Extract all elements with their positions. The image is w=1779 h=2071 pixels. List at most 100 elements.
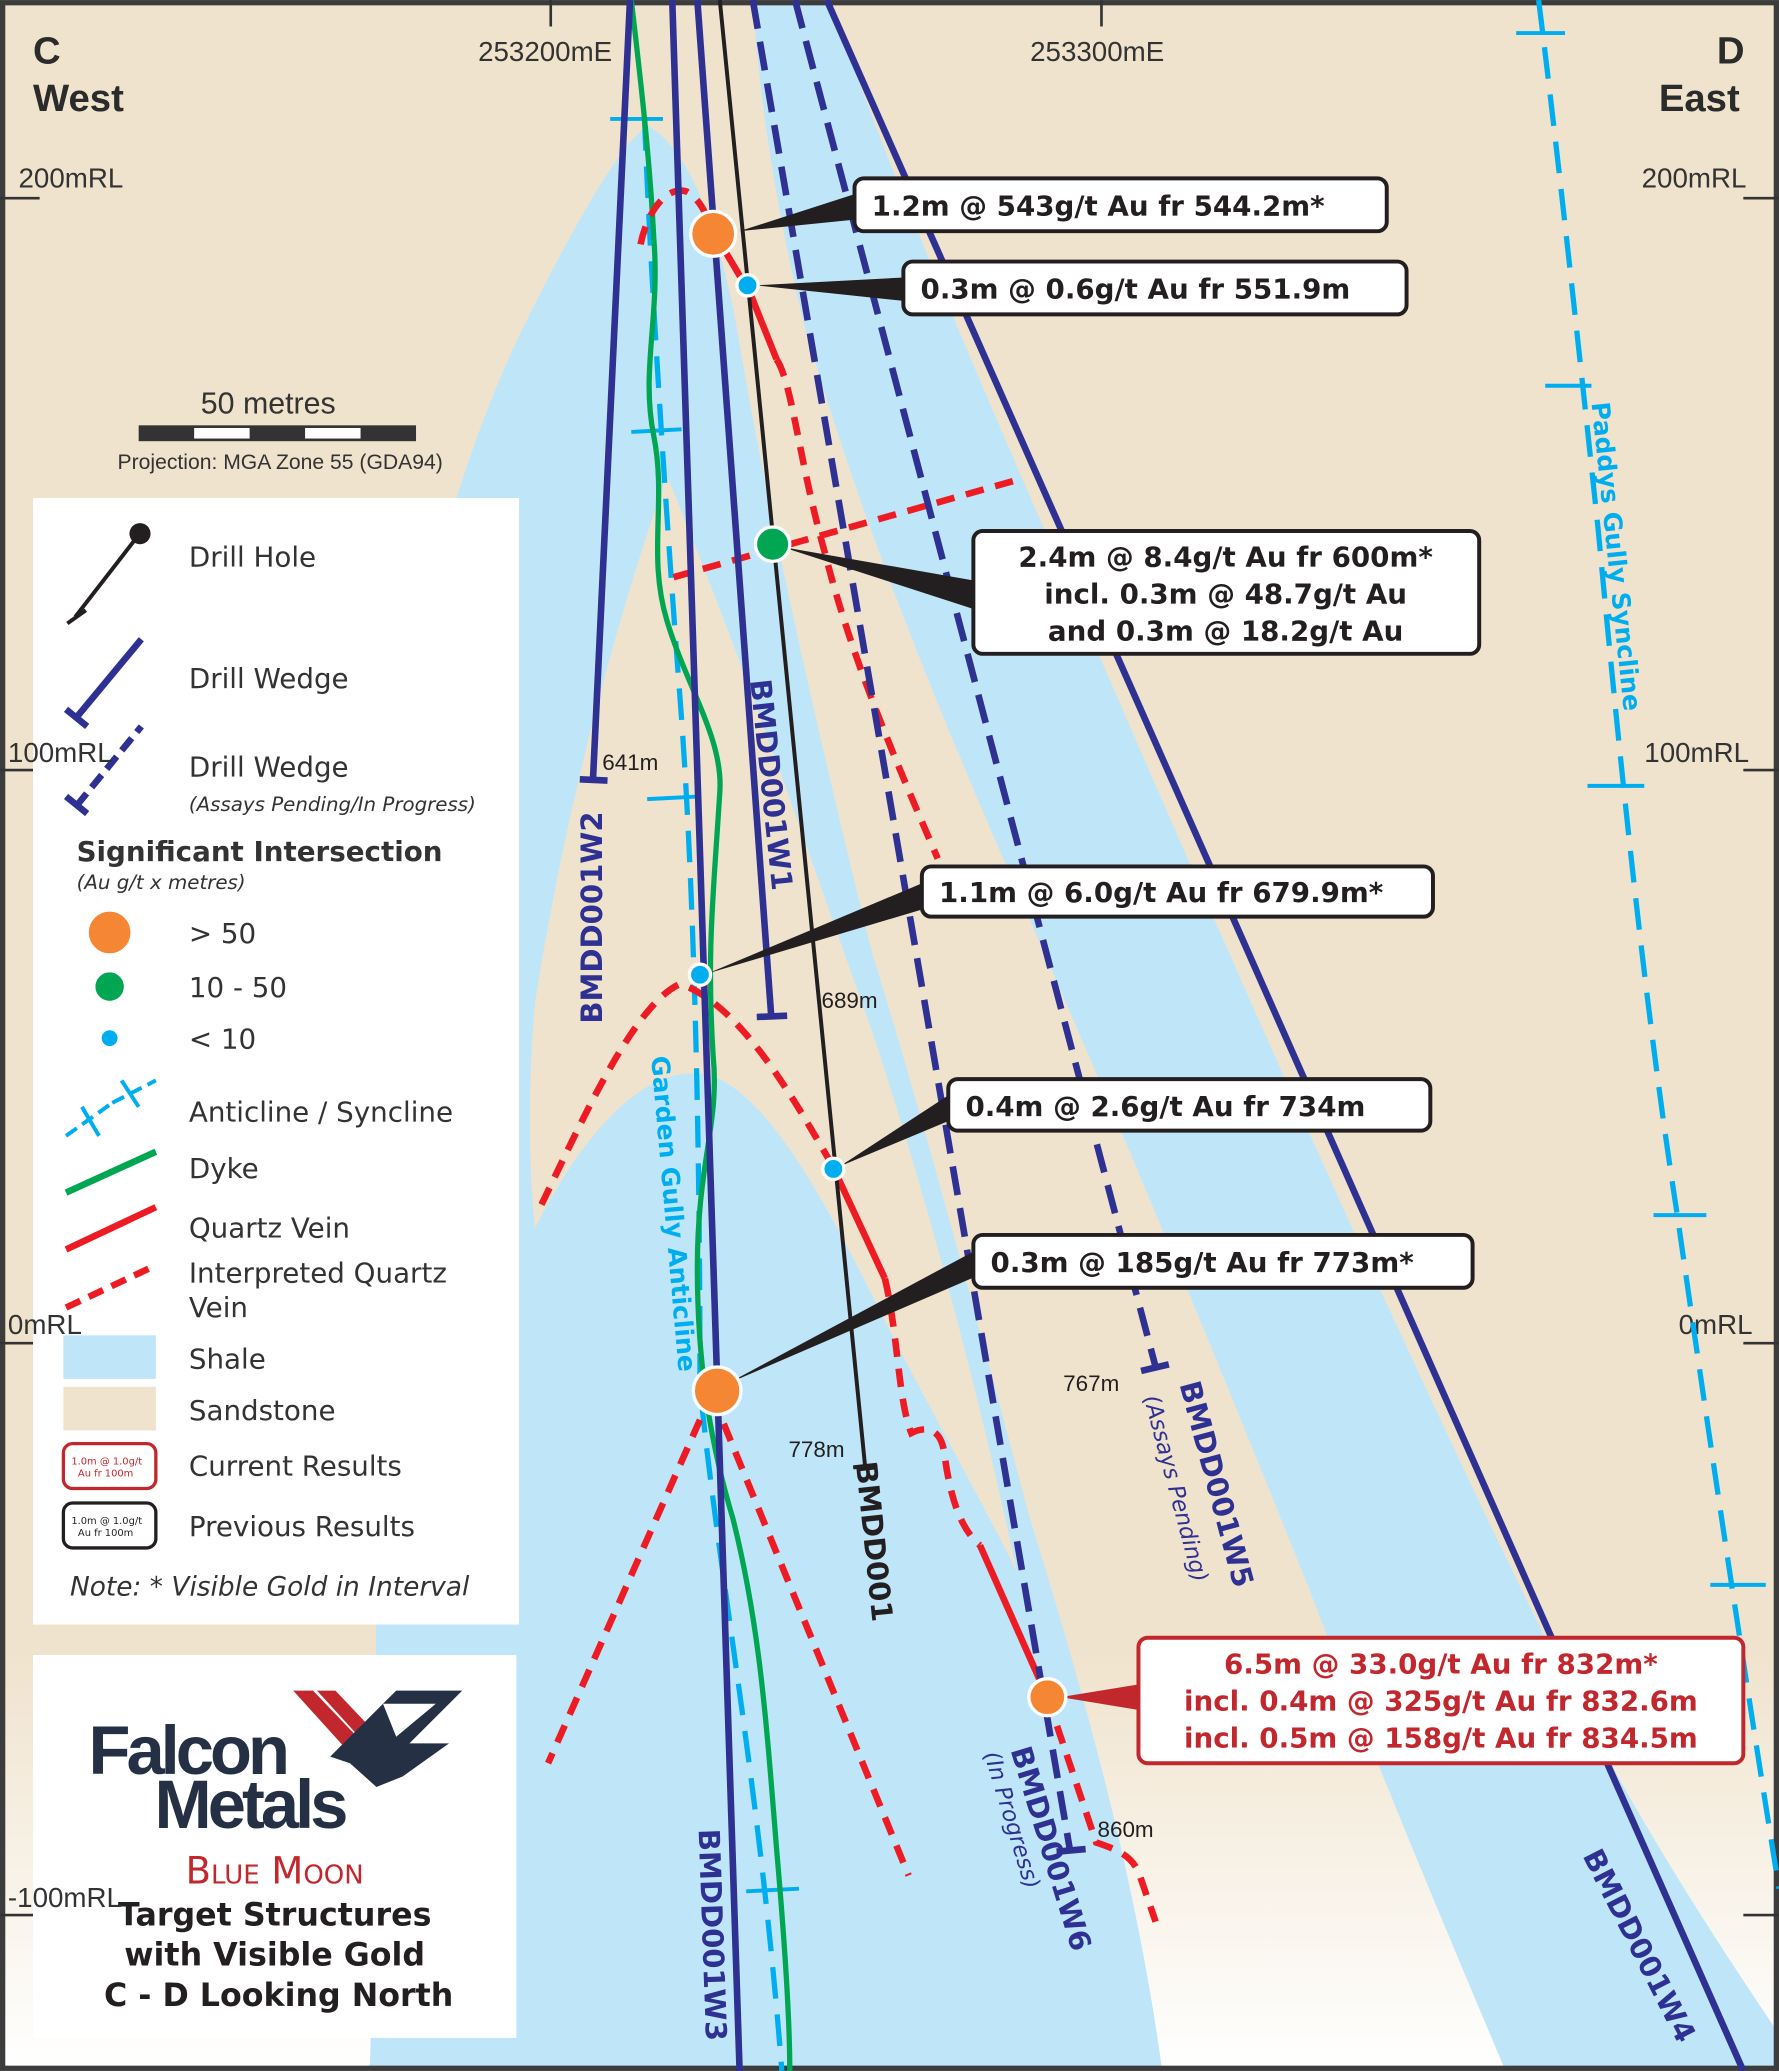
intersection-low-3 (821, 1156, 846, 1182)
sandstone-swatch (63, 1386, 156, 1431)
callout-6-text: 0.3m @ 185g/t Au fr 773m* (991, 1246, 1414, 1279)
section-start-letter: C (33, 29, 61, 72)
depth-w1: 689m (821, 988, 877, 1013)
title-block: Falcon Metals Blue Moon Target Structure… (33, 1654, 517, 2038)
projection-label: Projection: MGA Zone 55 (GDA94) (118, 451, 443, 474)
intersection-high-1 (689, 209, 738, 258)
callout-1: 1.2m @ 543g/t Au fr 544.2m* (852, 176, 1389, 234)
title-line-1: Target Structures (118, 1898, 432, 1934)
callout-7-line-3: incl. 0.5m @ 158g/t Au fr 834.5m (1184, 1721, 1698, 1754)
drill-wedge-icon (74, 637, 144, 720)
callout-2-text: 0.3m @ 0.6g/t Au fr 551.9m (921, 273, 1351, 306)
rl-left-200: 200mRL (18, 163, 123, 194)
legend-interp-vein-2: Vein (189, 1291, 248, 1324)
legend-sig-high: > 50 (189, 917, 256, 950)
hole-w2-trace (589, 0, 634, 780)
section-start-direction: West (33, 77, 124, 120)
section-end-letter: D (1717, 29, 1745, 72)
logo-metals: Metals (155, 1766, 347, 1843)
title-line-3: C - D Looking North (104, 1978, 453, 2014)
legend-sandstone: Sandstone (189, 1394, 336, 1427)
legend-pending-note: (Assays Pending/In Progress) (189, 793, 476, 816)
project-name: Blue Moon (186, 1849, 364, 1892)
legend: Drill Hole Drill Wedge Drill Wedge (Assa… (33, 497, 520, 1625)
rl-left-minus100: -100mRL (8, 1882, 122, 1913)
callout-1-text: 1.2m @ 543g/t Au fr 544.2m* (872, 189, 1325, 222)
paddys-gully-syncline-axis (1536, 0, 1779, 1890)
high-grade-icon (85, 908, 134, 957)
legend-drill-wedge: Drill Wedge (189, 662, 349, 695)
callout-7-current: 6.5m @ 33.0g/t Au fr 832m* incl. 0.4m @ … (1136, 1635, 1746, 1766)
callout-7-line-1: 6.5m @ 33.0g/t Au fr 832m* (1224, 1647, 1658, 1680)
section-end-direction: East (1659, 77, 1740, 120)
rl-left-100: 100mRL (8, 737, 113, 768)
depth-bmdd001: 778m (788, 1437, 844, 1462)
shale-swatch (63, 1335, 156, 1379)
legend-sig-units: (Au g/t x metres) (77, 871, 246, 894)
legend-shale: Shale (189, 1342, 266, 1375)
interpreted-vein-icon (64, 1262, 158, 1311)
previous-results-swatch (61, 1501, 158, 1550)
falcon-wing-logo-icon (293, 1690, 463, 1787)
current-sample-2: Au fr 100m (78, 1469, 133, 1480)
callout-5: 0.4m @ 2.6g/t Au fr 734m (946, 1077, 1433, 1133)
dyke-icon (64, 1148, 158, 1196)
drill-hole-icon (73, 533, 141, 619)
callout-3-line-2: incl. 0.3m @ 48.7g/t Au (1044, 578, 1407, 611)
mid-grade-icon (92, 969, 128, 1005)
drill-wedge-pending-icon (74, 724, 144, 808)
scale-label: 50 metres (201, 387, 336, 420)
legend-current-results: Current Results (189, 1449, 402, 1482)
callout-4: 1.1m @ 6.0g/t Au fr 679.9m* (919, 864, 1435, 919)
depth-w2: 641m (602, 750, 658, 775)
dyke-line (628, 0, 793, 2071)
callout-2: 0.3m @ 0.6g/t Au fr 551.9m (901, 259, 1409, 317)
intersection-mid-1 (753, 525, 792, 564)
depth-w6: 860m (1098, 1817, 1154, 1842)
callout-3-line-3: and 0.3m @ 18.2g/t Au (1048, 615, 1403, 648)
easting-label-253200: 253200mE (478, 36, 612, 67)
intersection-markers (687, 209, 1068, 1718)
current-sample-1: 1.0m @ 1.0g/t (71, 1457, 142, 1468)
garden-gully-anticline-axis (641, 118, 785, 2071)
rl-right-200: 200mRL (1642, 163, 1747, 194)
scale-bar: 50 metres Projection: MGA Zone 55 (GDA94… (118, 387, 443, 473)
legend-anticline-syncline: Anticline / Syncline (189, 1095, 453, 1128)
legend-previous-results: Previous Results (189, 1510, 415, 1543)
hole-w6-trace (749, 0, 1074, 1850)
legend-interp-vein-1: Interpreted Quartz (189, 1256, 447, 1289)
depth-w5: 767m (1063, 1371, 1119, 1396)
rl-left-0: 0mRL (8, 1309, 82, 1340)
previous-sample-2: Au fr 100m (78, 1528, 133, 1539)
callout-3: 2.4m @ 8.4g/t Au fr 600m* incl. 0.3m @ 4… (971, 529, 1482, 656)
hole-label-w2: BMDD001W2 (575, 811, 609, 1023)
legend-sig-title: Significant Intersection (77, 835, 443, 868)
legend-dyke: Dyke (189, 1152, 259, 1185)
logo-falcon: Falcon (88, 1712, 286, 1789)
callout-3-line-1: 2.4m @ 8.4g/t Au fr 600m* (1018, 541, 1432, 574)
legend-sig-low: < 10 (189, 1023, 256, 1056)
intersection-high-3 (1027, 1677, 1068, 1718)
hole-bmdd001-end (852, 1462, 878, 1470)
title-line-2: with Visible Gold (124, 1937, 425, 1973)
callout-5-text: 0.4m @ 2.6g/t Au fr 734m (965, 1090, 1365, 1123)
easting-label-253300: 253300mE (1030, 36, 1164, 67)
legend-note: Note: * Visible Gold in Interval (70, 1571, 470, 1602)
intersection-high-2 (691, 1365, 743, 1417)
fold-arrow-icons (610, 31, 1766, 1894)
legend-quartz-vein: Quartz Vein (189, 1212, 350, 1245)
legend-drill-wedge-pending: Drill Wedge (189, 751, 349, 784)
rl-right-100: 100mRL (1644, 737, 1749, 768)
previous-sample-1: 1.0m @ 1.0g/t (71, 1516, 142, 1527)
intersection-low-2 (687, 962, 713, 987)
shale-east-band (752, 0, 1779, 2071)
quartz-veins (538, 187, 1159, 1923)
hole-w1-trace (694, 0, 775, 1018)
intersection-low-1 (735, 273, 760, 298)
hole-w3-trace (668, 0, 743, 2071)
hole-bmdd001-trace (717, 0, 868, 1467)
callout-6: 0.3m @ 185g/t Au fr 773m* (971, 1232, 1475, 1290)
